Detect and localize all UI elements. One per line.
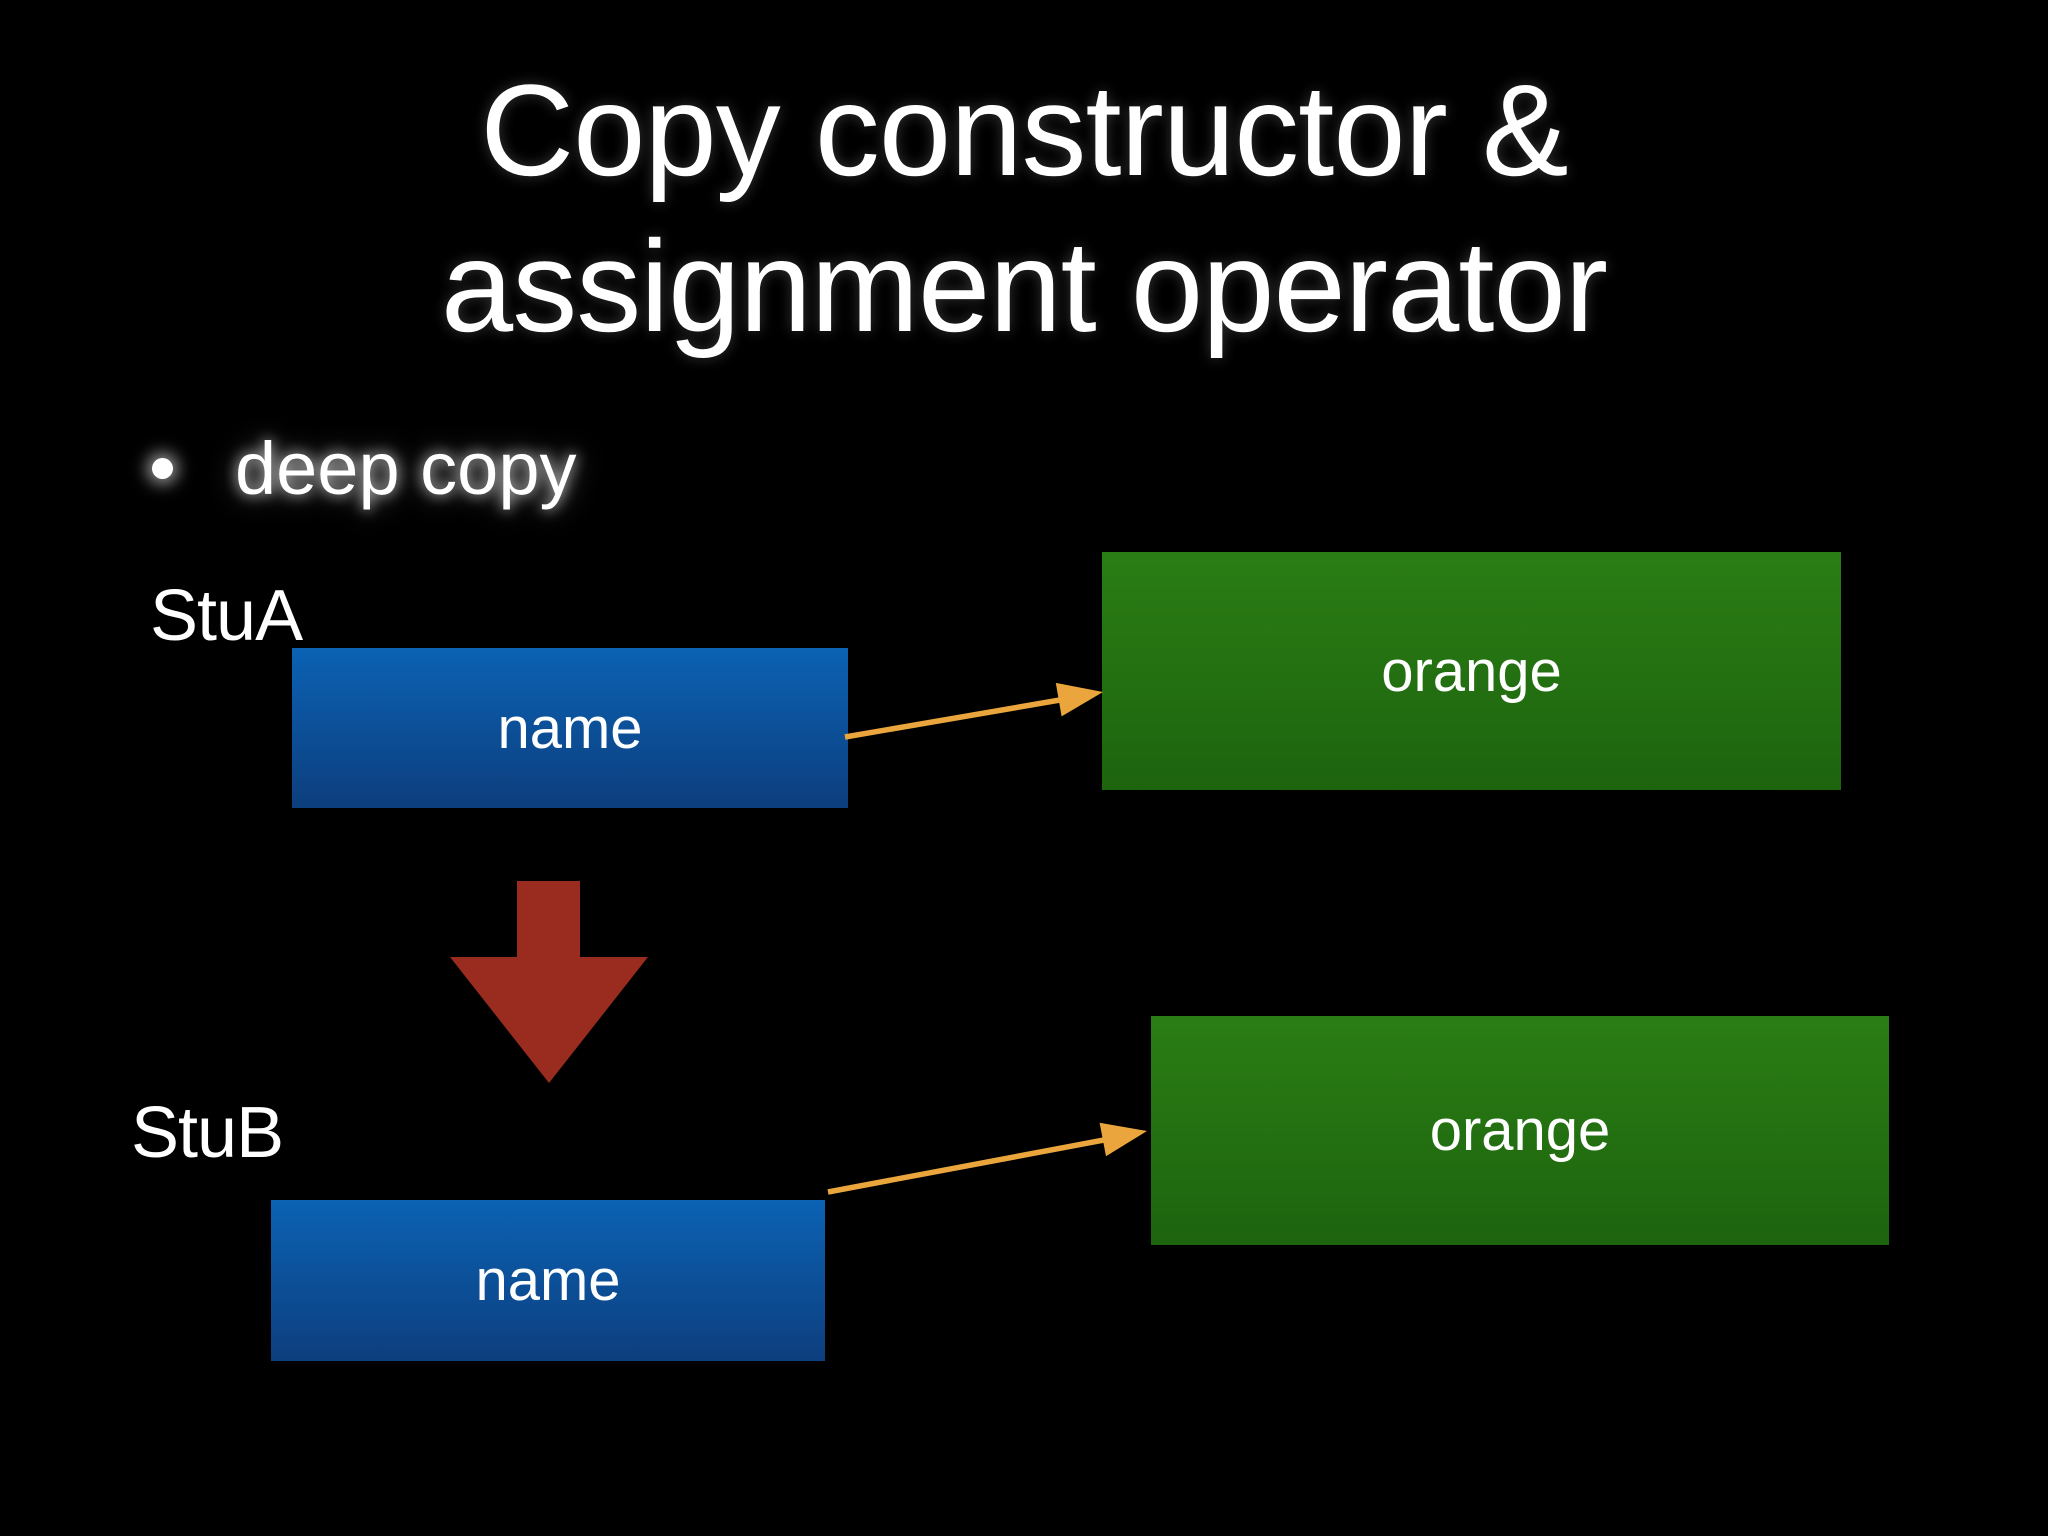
stua-pointer-arrow [844,682,1103,740]
stua-pointer-arrow-line [844,697,1061,740]
stub-pointer-box: name [271,1200,825,1361]
stub-pointer-box-label: name [475,1248,621,1313]
stub-label: StuB [131,1093,284,1173]
stua-pointer-arrow-head [1055,682,1103,717]
stua-pointer-box: name [292,648,848,808]
stua-heap-box: orange [1102,552,1841,790]
stub-heap-box: orange [1151,1016,1889,1245]
stua-heap-box-label: orange [1381,638,1562,704]
bullet-label: deep copy [235,426,577,510]
title-line-2: assignment operator [440,213,1608,359]
stub-pointer-arrow-line [827,1137,1105,1195]
slide-title: Copy constructor & assignment operator [0,52,2048,364]
stua-pointer-box-label: name [497,695,643,761]
stub-heap-box-label: orange [1429,1098,1611,1163]
bullet-dot-icon [152,457,173,479]
copy-down-arrow-icon [450,881,648,1083]
title-line-1: Copy constructor & [480,57,1568,203]
bullet-item: deep copy [152,420,577,516]
stub-pointer-arrow-head [1099,1122,1147,1157]
stua-label: StuA [150,576,303,656]
stub-pointer-arrow [827,1122,1147,1195]
